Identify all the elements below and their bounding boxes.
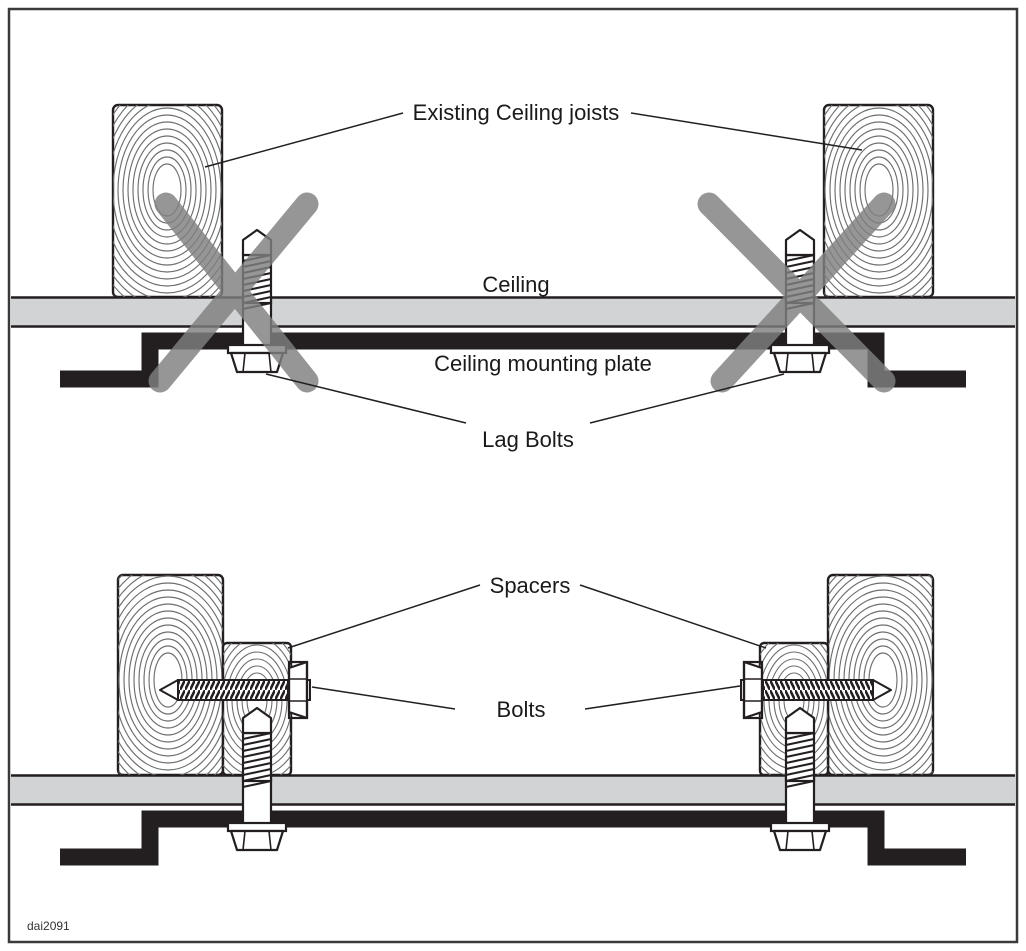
ceiling-layer-bottom	[11, 774, 1015, 806]
leaders-bottom	[287, 584, 767, 710]
leaders-top	[204, 112, 863, 424]
joist-bottom-right	[826, 573, 935, 777]
panel-incorrect-installation: Existing Ceiling joists Ceiling Ceiling …	[11, 100, 1015, 452]
ceiling-layer-top	[11, 296, 1015, 328]
cross-mark-left	[148, 192, 319, 393]
label-lag-bolts: Lag Bolts	[482, 427, 574, 452]
cross-mark-right	[697, 192, 896, 393]
label-existing-ceiling-joists: Existing Ceiling joists	[413, 100, 620, 125]
figure-id-code: dai2091	[27, 919, 70, 933]
panel-correct-installation: Spacers Bolts	[11, 573, 1015, 866]
bolt-horizontal-right	[740, 660, 892, 720]
label-ceiling: Ceiling	[482, 272, 549, 297]
label-bolts: Bolts	[497, 697, 546, 722]
label-ceiling-mounting-plate: Ceiling mounting plate	[434, 351, 652, 376]
lag-bolt-bottom-left	[226, 706, 288, 852]
lag-bolt-bottom-right	[769, 706, 831, 852]
ceiling-mounting-plate-bottom	[60, 810, 966, 866]
label-spacers: Spacers	[490, 573, 571, 598]
bolt-horizontal-left	[159, 660, 311, 720]
